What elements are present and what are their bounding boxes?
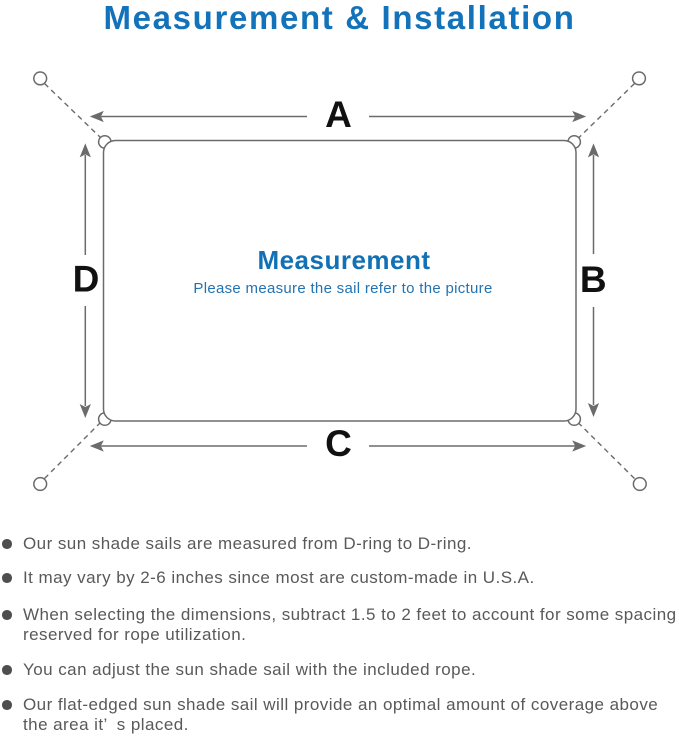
svg-text:A: A (325, 94, 352, 135)
svg-text:D: D (73, 259, 100, 300)
svg-text:B: B (580, 259, 607, 300)
svg-text:C: C (325, 423, 352, 464)
